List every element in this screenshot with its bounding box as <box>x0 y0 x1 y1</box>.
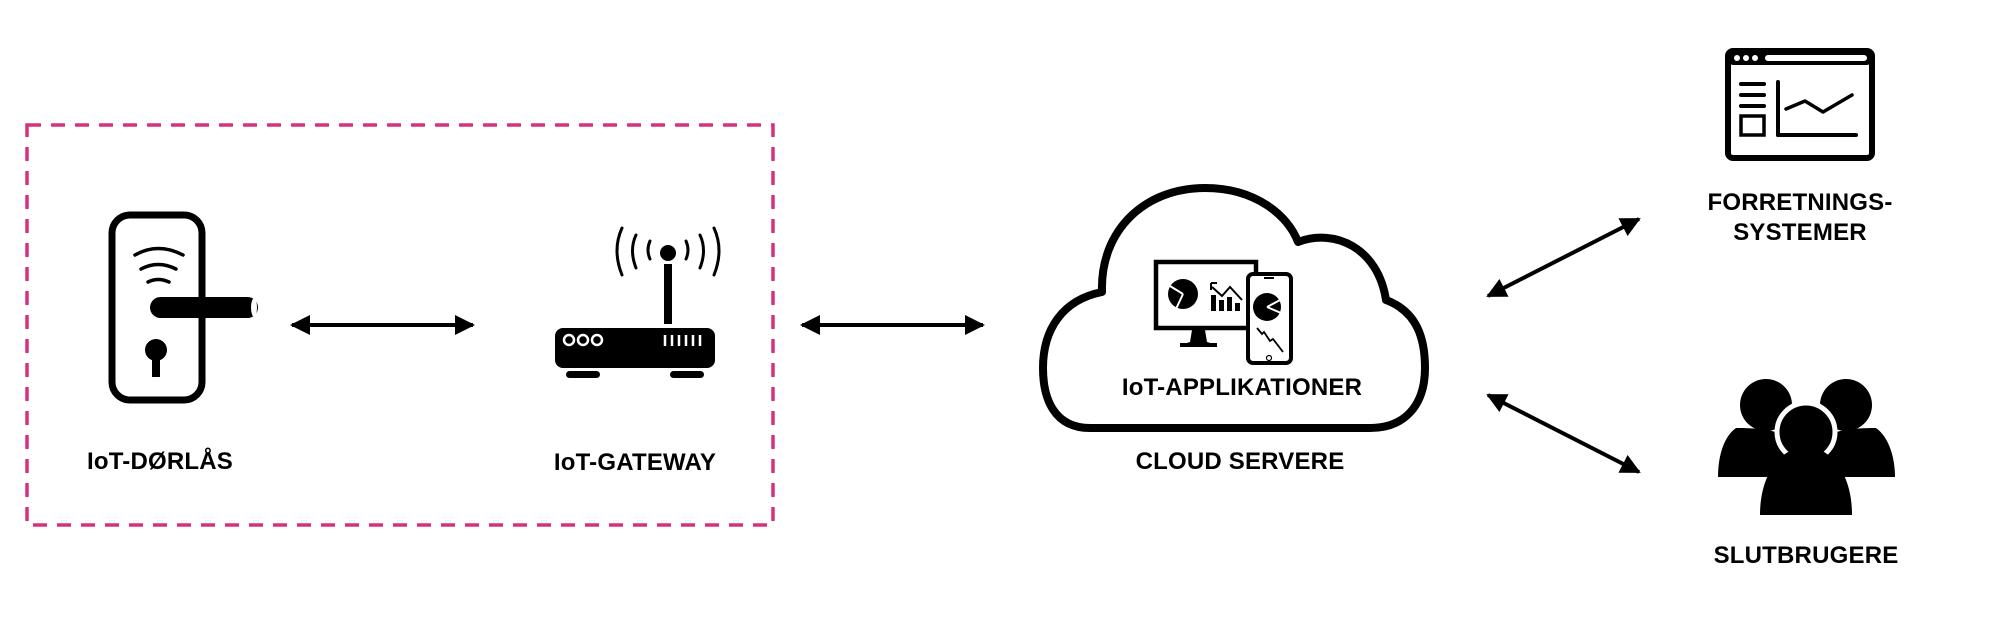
users-group-icon <box>1718 379 1895 518</box>
gateway-label: IoT-GATEWAY <box>553 449 717 476</box>
wifi-router-icon <box>555 226 721 378</box>
local-network-boundary <box>25 123 775 527</box>
cloud-servers-label: CLOUD SERVERE <box>1135 448 1345 475</box>
arrow-cloud-business-systems <box>1486 217 1641 298</box>
business-systems-label-line1: FORRETNINGS- <box>1707 189 1893 216</box>
door-lock-label: IoT-DØRLÅS <box>87 448 233 475</box>
monitor-and-phone-dashboard-icon <box>1153 259 1293 365</box>
browser-dashboard-icon <box>1725 48 1875 161</box>
iot-applications-label: IoT-APPLIKATIONER <box>1121 374 1363 401</box>
end-users-label: SLUTBRUGERE <box>1713 542 1899 569</box>
arrow-cloud-end-users <box>1486 393 1641 474</box>
smart-door-lock-icon <box>108 211 258 404</box>
business-systems-label-line2: SYSTEMER <box>1733 219 1867 246</box>
